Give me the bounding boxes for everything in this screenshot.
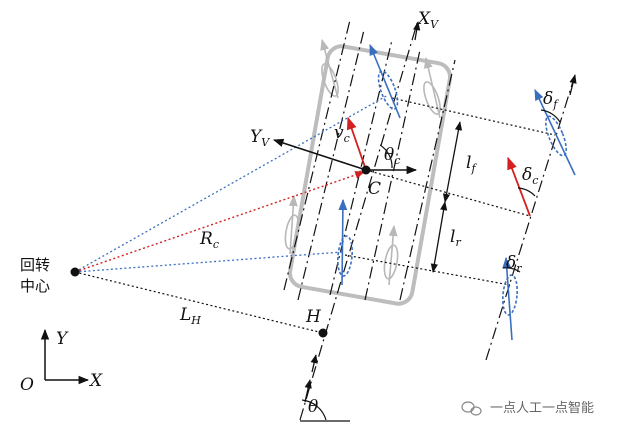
c-point-label: C [368, 179, 381, 199]
h-point-label: H [305, 307, 322, 327]
dotted-distance-lines [74, 97, 556, 334]
heading-lines [283, 19, 576, 421]
lf-dimension [442, 121, 463, 203]
lf-label: lf [466, 153, 477, 175]
lr-label: lr [450, 227, 461, 249]
theta-label: θ [308, 397, 318, 417]
c-point-dot [361, 165, 371, 175]
delta-c-label: δc [522, 165, 538, 187]
watermark-text: 一点人工一点智能 [490, 401, 594, 416]
delta-c-vector [507, 156, 531, 217]
rc-label: Rc [199, 229, 219, 251]
wechat-icon [461, 401, 482, 416]
rotation-center-label-line2: 中心 [20, 277, 50, 295]
lh-label: LH [179, 305, 201, 327]
origin-label: O [20, 375, 34, 395]
rc-ray [74, 171, 365, 273]
yv-label: YV [250, 127, 270, 149]
rotation-center-label-line1: 回转 [20, 256, 50, 274]
blue-rays [74, 94, 389, 273]
delta-r-label: δr [506, 253, 522, 275]
xv-label: XV [416, 9, 439, 31]
world-x-label: X [88, 371, 103, 391]
angle-arcs [300, 109, 561, 422]
h-point-dot [318, 328, 328, 338]
vc-label: vc [334, 123, 350, 145]
watermark: 一点人工一点智能 [461, 401, 594, 416]
yv-axis [273, 138, 367, 171]
vc-vector [346, 116, 367, 171]
heading-arrowheads [304, 21, 577, 403]
rotation-center-point [70, 267, 80, 277]
ghost-vehicle-body [287, 44, 453, 306]
delta-f-label: δf [543, 89, 559, 111]
world-y-label: Y [56, 329, 69, 349]
lr-dimension [430, 201, 448, 273]
theta-c-label: θc [384, 145, 400, 167]
